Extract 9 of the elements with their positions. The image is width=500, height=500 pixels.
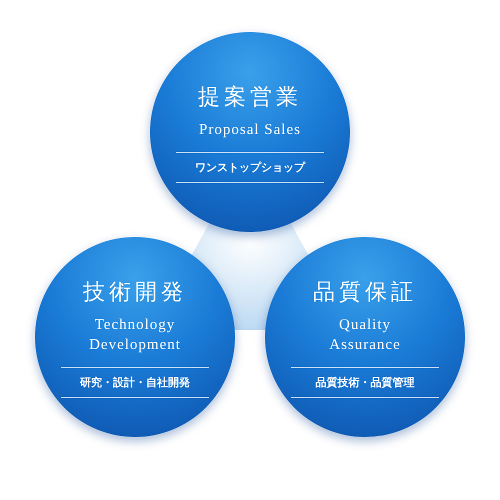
- node-tagline: 品質技術・品質管理: [291, 366, 439, 398]
- node-subtitle: Proposal Sales: [198, 120, 302, 140]
- node-subtitle: Quality Assurance: [328, 316, 402, 354]
- node-heading: 技術開発: [83, 278, 187, 306]
- node-subtitle: Technology Development: [88, 316, 182, 354]
- node-heading: 提案営業: [198, 84, 302, 112]
- node-tagline: ワンストップショップ: [176, 152, 324, 182]
- node-heading: 品質保証: [313, 278, 417, 306]
- node-tagline: 研究・設計・自社開発: [61, 366, 209, 398]
